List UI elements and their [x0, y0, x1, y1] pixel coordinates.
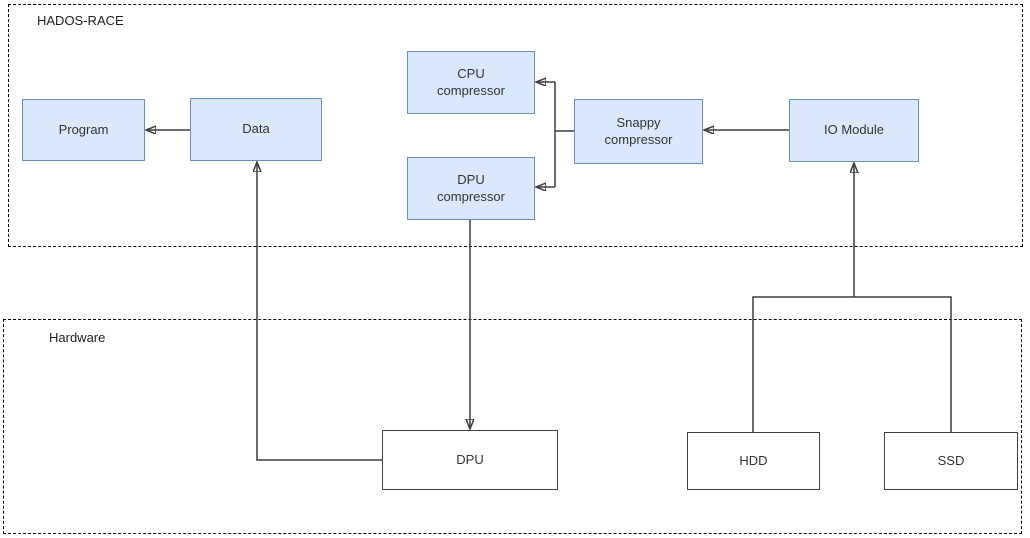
node-cpu-compressor-label: CPU compressor [437, 66, 505, 98]
node-data: Data [190, 98, 322, 161]
node-cpu-compressor: CPU compressor [407, 51, 535, 114]
node-dpu-label: DPU [456, 451, 484, 467]
node-data-label: Data [242, 121, 270, 137]
node-snappy-compressor: Snappy compressor [574, 99, 703, 164]
node-io-module-label: IO Module [824, 122, 884, 138]
container-hardware: Hardware [3, 319, 1022, 534]
container-hados-race-label: HADOS-RACE [37, 13, 124, 28]
edge-hdd-ssd-bracket [752, 296, 952, 432]
node-ssd-label: SSD [937, 452, 965, 468]
node-hdd-label: HDD [739, 452, 768, 468]
node-dpu-compressor: DPU compressor [407, 157, 535, 220]
node-dpu: DPU [382, 430, 558, 490]
container-hados-race: HADOS-RACE [8, 4, 1023, 247]
edge-dpu-to-data [257, 162, 382, 461]
node-dpu-compressor-label: DPU compressor [437, 172, 505, 204]
edge-snappy-fork-trunk [554, 82, 574, 187]
node-program-label: Program [58, 121, 109, 137]
node-program: Program [22, 99, 145, 161]
node-snappy-compressor-label: Snappy compressor [604, 115, 673, 147]
node-ssd: SSD [884, 432, 1018, 490]
node-hdd: HDD [687, 432, 820, 490]
node-io-module: IO Module [789, 99, 919, 162]
container-hardware-label: Hardware [49, 330, 106, 345]
